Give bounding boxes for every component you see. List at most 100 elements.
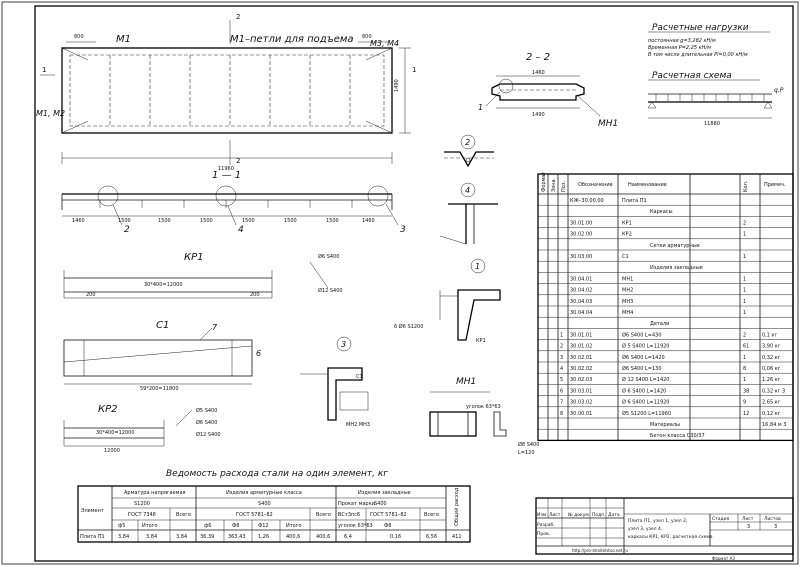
spec-row-code: 30.04.04 [570,310,592,316]
stamp-listov: Листов [764,516,781,522]
steel-table: Ведомость расхода стали на один элемент,… [77,469,471,543]
steel-sub-4: Ф12 [258,523,269,529]
stamp-prov: Пров. [537,531,550,537]
steel-row-4: 36,39 [200,534,214,540]
spec-row-note: 3,90 кг [762,344,781,350]
spec-row-qty: 61 [743,344,749,350]
c1-callout-7: 7 [212,323,218,332]
steel-sub-0: ф5 [118,523,125,529]
steel-h-total: Общий расход [453,487,460,526]
c1-mesh: С1 59*200=11800 7 6 [63,320,261,392]
stamp-list-value: 3 [747,524,750,530]
stamp-desc-2: узел 3, узел 4, [628,526,662,532]
detail4-number: 4 [465,186,470,195]
loads-qp-label: q,P [774,87,784,94]
spec-row-name: Изделия закладные [650,265,703,271]
steel-row-6: 1,26 [258,534,269,540]
stamp-listk: Лист [742,516,754,522]
spec-row-note: 16,84 м 3 [762,422,786,428]
spec-row-qty: 1 [743,254,746,260]
section22-title: 2 – 2 [526,52,550,63]
steel-title: Ведомость расхода стали на один элемент,… [166,469,388,479]
plan-side-mark-right: 1 [412,66,416,74]
mn1-rebar: Ø8 S400 [518,441,539,448]
steel-h-prestress: Арматура напрягаемая [124,490,186,496]
spec-row-qty: 1 [743,299,746,305]
plan-view: М1 М1–петли для подъема М3, М4 М1, М2 11… [36,13,416,172]
spec-row-qty: 1 [743,377,746,383]
plan-title: М1–петли для подъема [230,34,354,45]
kr1-dim: 30*400=12000 [144,282,183,288]
plan-section-mark: 2 [236,13,240,21]
detail-4: 4 [439,182,498,245]
spec-row-code: 30.01.00 [570,220,592,226]
spec-row-name: Ø6 S400 L=430 [622,331,662,338]
plan-dim-width: 1490 [394,79,400,92]
spec-row-code: 30.00.01 [570,411,592,417]
spec-row-name: МН3 [622,299,633,305]
loads-line1: постоянная g=3,282 кН/м [648,38,716,44]
steel-h-embed: Изделия закладные [358,490,411,496]
plan-dim-80b: 800 [362,34,372,40]
spec-row-code: 30.02.02 [570,366,592,372]
spec-row-pos: 2 [560,344,563,350]
plan-section-mark-bottom: 2 [236,157,240,165]
detail1-label: 6 Ø6 S1200 [394,323,423,330]
kr2-rebar-c: Ø5 S400 [196,407,217,414]
detail1-number: 1 [475,262,480,271]
section11-dim-4: 1500 [242,218,255,224]
spec-header-pos: Поз. [561,181,567,192]
kr1-frame: КР1 30*400=12000 200 200 Ø6 S400 Ø12 S40… [63,252,343,299]
spec-row-note: 0,32 кг [762,355,781,361]
plan-label-m1: М1 [116,34,131,45]
stamp-list: Лист [549,512,561,518]
steel-h-element: Элемент [81,508,104,514]
plan-label-m1m2: М1, М2 [36,109,65,118]
stamp-desc-1: Плита П1, узел 1, узел 2, [628,518,687,524]
section11-callout-3: 3 [400,225,406,235]
detail-2: 2 [444,134,494,168]
plan-side-mark: 1 [42,66,46,74]
kr1-title: КР1 [184,252,204,263]
steel-sub-2: ф6 [204,523,211,529]
section11-dim-2: 1500 [158,218,171,224]
mn1-ugol: уголок 63*63 [466,404,501,410]
spec-row-code: 30.01.01 [570,332,592,338]
spec-header-qty: Кол. [743,180,749,192]
spec-row-code: 30.02.03 [570,377,592,383]
section22-label-mn1: МН1 [598,119,618,129]
loads-scheme-title: Расчетная схема [652,71,732,81]
c1-title: С1 [156,320,169,331]
spec-row-note: 0,12 кг [762,411,781,417]
spec-row-pos: 7 [560,400,563,406]
spec-header-format: Формат [541,172,547,192]
steel-row-7: 400,6 [286,534,300,540]
spec-row-name: Плита П1 [622,198,647,204]
stamp-site: http://pro-stroitelstvo.net.ru [572,548,628,553]
kr1-end-right: 200 [250,292,260,298]
mn1-title: МН1 [456,377,476,387]
loads-block: Расчетные нагрузки постоянная g=3,282 кН… [647,23,784,127]
spec-row-note: 0,32 кг 3 [762,388,785,394]
spec-row-note: 2,65 кг [762,400,781,406]
spec-row-pos: 3 [560,355,563,361]
steel-row-8: 400,6 [316,534,330,540]
spec-row-name: Материалы [650,422,680,428]
spec-row-name: С1 [622,254,629,260]
detail3-mn: МН2 МН3 [346,422,370,428]
c1-callout-6: 6 [256,349,261,358]
steel-row-9: 6,4 [344,534,352,540]
steel-h-rebar: Изделия арматурные класса [226,490,302,496]
steel-sub-1: Итого [142,523,157,529]
spec-row-code: 30.02.00 [570,232,592,238]
section11-dim-5: 1500 [284,218,297,224]
stamp-ndok: № докум. [568,512,590,518]
spec-row-qty: 8 [743,366,746,372]
kr1-end-left: 200 [86,292,96,298]
steel-prokat: Прокат марки [338,501,375,507]
steel-row-5: 363,43 [228,534,246,540]
spec-row-name: КР2 [622,232,632,238]
stamp-stadiya: Стадия [712,516,730,522]
spec-row-name: Ø6 S400 L=130 [622,365,662,372]
